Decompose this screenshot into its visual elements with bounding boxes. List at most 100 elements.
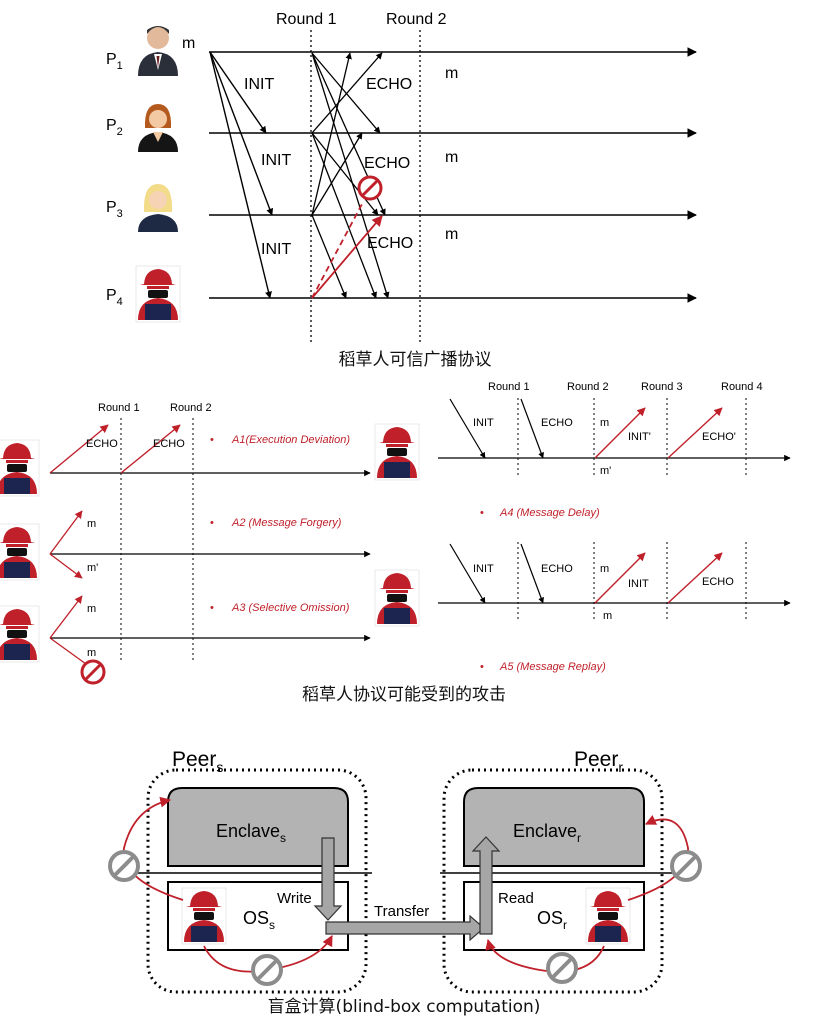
a5-m-label-2: m (603, 610, 612, 622)
right-round1-label: Round 1 (488, 381, 530, 393)
enclave-s-label: Enclaves (216, 821, 286, 845)
a5-m-label: m (600, 563, 609, 575)
a2-m-arrow (49, 510, 83, 555)
a3-attack-label: A3 (Selective Omission) (231, 602, 350, 614)
echo-label-2: ECHO (364, 155, 410, 172)
a4-echo-arrow (520, 398, 544, 459)
right-round3-label: Round 3 (641, 381, 683, 393)
top-round2-label: Round 2 (386, 11, 447, 28)
init-label-2: INIT (261, 152, 291, 169)
a1-echo-label-1: ECHO (86, 438, 118, 450)
read-label: Read (498, 890, 534, 907)
a4-echo-prime-label: ECHO' (702, 431, 736, 443)
p3-label: P3 (106, 199, 123, 220)
a2-hacker-icon (0, 523, 40, 581)
a1-echo-arrow-1 (49, 424, 109, 474)
p1-message-label: m (182, 35, 195, 52)
a2-attack-label: A2 (Message Forgery) (231, 517, 342, 529)
p2-label: P2 (106, 117, 123, 138)
middle-caption: 稻草人协议可能受到的攻击 (302, 685, 506, 705)
blocked-icon-s-enclave (108, 850, 140, 882)
blocked-icon-s-transfer (251, 954, 283, 986)
attack-diagrams: Round 1 Round 2 ECHO ECHO • A1(Execution… (0, 381, 791, 705)
echo-label-3: ECHO (367, 235, 413, 252)
a5-echo-arrow (520, 543, 544, 604)
peer-r-boundary (442, 768, 664, 994)
top-caption: 稻草人可信广播协议 (339, 350, 492, 370)
prohibited-icon (357, 175, 383, 201)
init-arrow-p1-p3 (209, 51, 274, 216)
bottom-caption: 盲盒计算(blind-box computation) (268, 997, 541, 1017)
attack-arc-r-enclave (627, 814, 689, 901)
a1-attack-label: A1(Execution Deviation) (231, 434, 350, 446)
delivered-m-p3: m (445, 226, 458, 243)
p4-label: P4 (106, 287, 123, 308)
a5-init-label: INIT (473, 563, 494, 575)
a3-hacker-icon (0, 605, 40, 663)
enclave-r-label: Enclaver (513, 821, 581, 845)
a2-m-prime-arrow (49, 553, 83, 579)
a2-m-label: m (87, 518, 96, 530)
a5-hacker-icon (374, 569, 420, 627)
a5-init-replay-arrow (594, 552, 646, 604)
peer-s-label: Peers (172, 748, 223, 775)
a4-attack-label: A4 (Message Delay) (499, 507, 600, 519)
echo-label-1: ECHO (366, 76, 412, 93)
a2-bullet: • (210, 517, 214, 529)
malicious-echo-arrow (311, 215, 383, 299)
a5-echo-replay-arrow (667, 552, 723, 604)
p1-label: P1 (106, 51, 123, 72)
a3-m-label-2: m (87, 647, 96, 659)
enclave-s-box (167, 787, 349, 867)
a1-bullet: • (210, 434, 214, 446)
a5-echo-label: ECHO (541, 563, 573, 575)
a4-echo-label: ECHO (541, 417, 573, 429)
peer-r-label: Peerr (574, 748, 623, 775)
os-s-hacker-icon (181, 887, 227, 945)
a5-echo-replay-label: ECHO (702, 576, 734, 588)
write-label: Write (277, 890, 312, 907)
a4-bullet: • (480, 507, 484, 519)
a4-echo-prime-arrow (667, 407, 723, 459)
blocked-echo-arrow (311, 203, 363, 299)
delivered-m-p1: m (445, 65, 458, 82)
a4-hacker-icon (374, 423, 420, 481)
init-arrow-p1-p4 (209, 51, 272, 299)
a3-m-label: m (87, 603, 96, 615)
os-r-hacker-icon (585, 887, 631, 945)
p4-hacker-avatar (135, 265, 181, 323)
p3-blonde-woman-avatar (138, 184, 178, 232)
left-round2-label: Round 2 (170, 402, 212, 414)
p1-businessman-avatar (138, 26, 178, 76)
enclave-r-box (463, 787, 645, 867)
a2-m-prime-label: m' (87, 562, 98, 574)
os-r-label: OSr (537, 908, 567, 932)
blocked-icon-r-read (546, 952, 578, 984)
blocked-icon-r-enclave (670, 850, 702, 882)
a4-init-prime-label: INIT' (628, 431, 651, 443)
a5-attack-label: A5 (Message Replay) (499, 661, 606, 673)
init-label-3: INIT (261, 241, 291, 258)
a5-init-replay-label: INIT (628, 578, 649, 590)
a5-bullet: • (480, 661, 484, 673)
a4-m-label: m (600, 417, 609, 429)
transfer-pipe (325, 914, 485, 942)
init-label-1: INIT (244, 76, 274, 93)
transfer-label: Transfer (374, 903, 429, 920)
os-s-label: OSs (243, 908, 275, 932)
top-round1-label: Round 1 (276, 11, 337, 28)
a4-init-label: INIT (473, 417, 494, 429)
right-round4-label: Round 4 (721, 381, 763, 393)
delivered-m-p2: m (445, 149, 458, 166)
p2-woman-avatar (138, 104, 178, 152)
a1-echo-label-2: ECHO (153, 438, 185, 450)
a3-prohibited-icon (80, 659, 106, 685)
a3-omitted-arrow (49, 637, 87, 665)
a4-init-arrow (449, 398, 486, 459)
a1-hacker-icon (0, 439, 40, 497)
a3-bullet: • (210, 602, 214, 614)
a3-m-arrow (49, 595, 83, 639)
left-round1-label: Round 1 (98, 402, 140, 414)
a4-init-prime-arrow (594, 407, 646, 459)
